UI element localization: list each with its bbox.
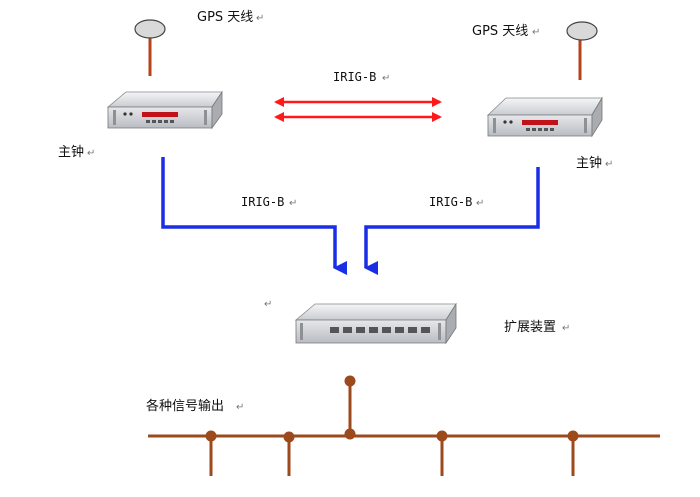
device-side-right: [591, 96, 603, 138]
antenna-icon-left: [134, 19, 166, 76]
indicator-led: [123, 112, 127, 116]
rack-ear-right: [584, 118, 587, 133]
device-button: [152, 120, 156, 123]
rack-clock-icon-left: [106, 90, 223, 130]
output-bus: [148, 375, 660, 476]
paragraph-mark: ↵: [532, 27, 540, 38]
rack-ear-left: [113, 110, 116, 125]
device-front-right: [487, 114, 593, 137]
device-button: [158, 120, 162, 123]
bus-node: [205, 430, 217, 442]
expander-port: [382, 327, 391, 333]
rack-ear-left: [300, 323, 303, 340]
expander-port: [395, 327, 404, 333]
small-mark: ↵: [264, 299, 272, 310]
expander-label: 扩展装置: [504, 320, 556, 335]
gps-antenna-label-left: GPS 天线: [197, 10, 253, 25]
bus-node: [344, 428, 356, 440]
antenna-dish-right: [566, 21, 598, 41]
gps-antenna-label-right: GPS 天线: [472, 24, 528, 39]
antenna-icon-right: [566, 21, 598, 80]
expander-port: [408, 327, 417, 333]
paragraph-mark: ↵: [236, 402, 244, 413]
signal-line-left: [161, 157, 347, 275]
indicator-led: [509, 120, 513, 124]
paragraph-mark: ↵: [605, 159, 613, 170]
expander-port: [330, 327, 339, 333]
device-button: [170, 120, 174, 123]
device-front-left: [107, 106, 213, 129]
device-side-left: [211, 90, 223, 130]
paragraph-mark: ↵: [476, 198, 484, 209]
expander-side: [445, 302, 457, 345]
device-button: [146, 120, 150, 123]
expander-port: [343, 327, 352, 333]
signal-line-right: [364, 167, 540, 275]
rack-ear-right: [438, 323, 441, 340]
master-clock-label-left: 主钟: [58, 144, 84, 160]
rack-clock-icon-right: [486, 96, 603, 138]
paragraph-mark: ↵: [256, 13, 264, 24]
device-button: [550, 128, 554, 131]
device-button: [544, 128, 548, 131]
master-clock-label-right: 主钟: [576, 155, 602, 171]
antenna-dish-left: [134, 19, 166, 39]
expander-port: [356, 327, 365, 333]
paragraph-mark: ↵: [289, 198, 297, 209]
expander-port: [369, 327, 378, 333]
rack-ear-right: [204, 110, 207, 125]
rack-expander-icon: [294, 302, 457, 345]
expander-top: [294, 303, 457, 321]
device-button: [532, 128, 536, 131]
paragraph-mark: ↵: [87, 148, 95, 159]
device-top-right: [486, 97, 603, 116]
indicator-led: [503, 120, 507, 124]
irig-b-label-right: IRIG-B: [429, 195, 472, 209]
paragraph-mark: ↵: [382, 73, 390, 84]
bus-node: [283, 431, 295, 443]
irig-b-label-left: IRIG-B: [241, 195, 284, 209]
time-display-left: [142, 112, 178, 117]
rack-ear-left: [493, 118, 496, 133]
paragraph-mark: ↵: [562, 323, 570, 334]
signal-outputs-label: 各种信号输出: [146, 398, 224, 414]
indicator-led: [129, 112, 133, 116]
bus-node: [567, 430, 579, 442]
expander-port: [421, 327, 430, 333]
device-button: [538, 128, 542, 131]
bus-node: [344, 375, 356, 387]
time-display-right: [522, 120, 558, 125]
device-top-left: [106, 91, 223, 108]
irig-b-label-sync: IRIG-B: [333, 70, 376, 84]
bus-node: [436, 430, 448, 442]
device-button: [164, 120, 168, 123]
device-button: [526, 128, 530, 131]
